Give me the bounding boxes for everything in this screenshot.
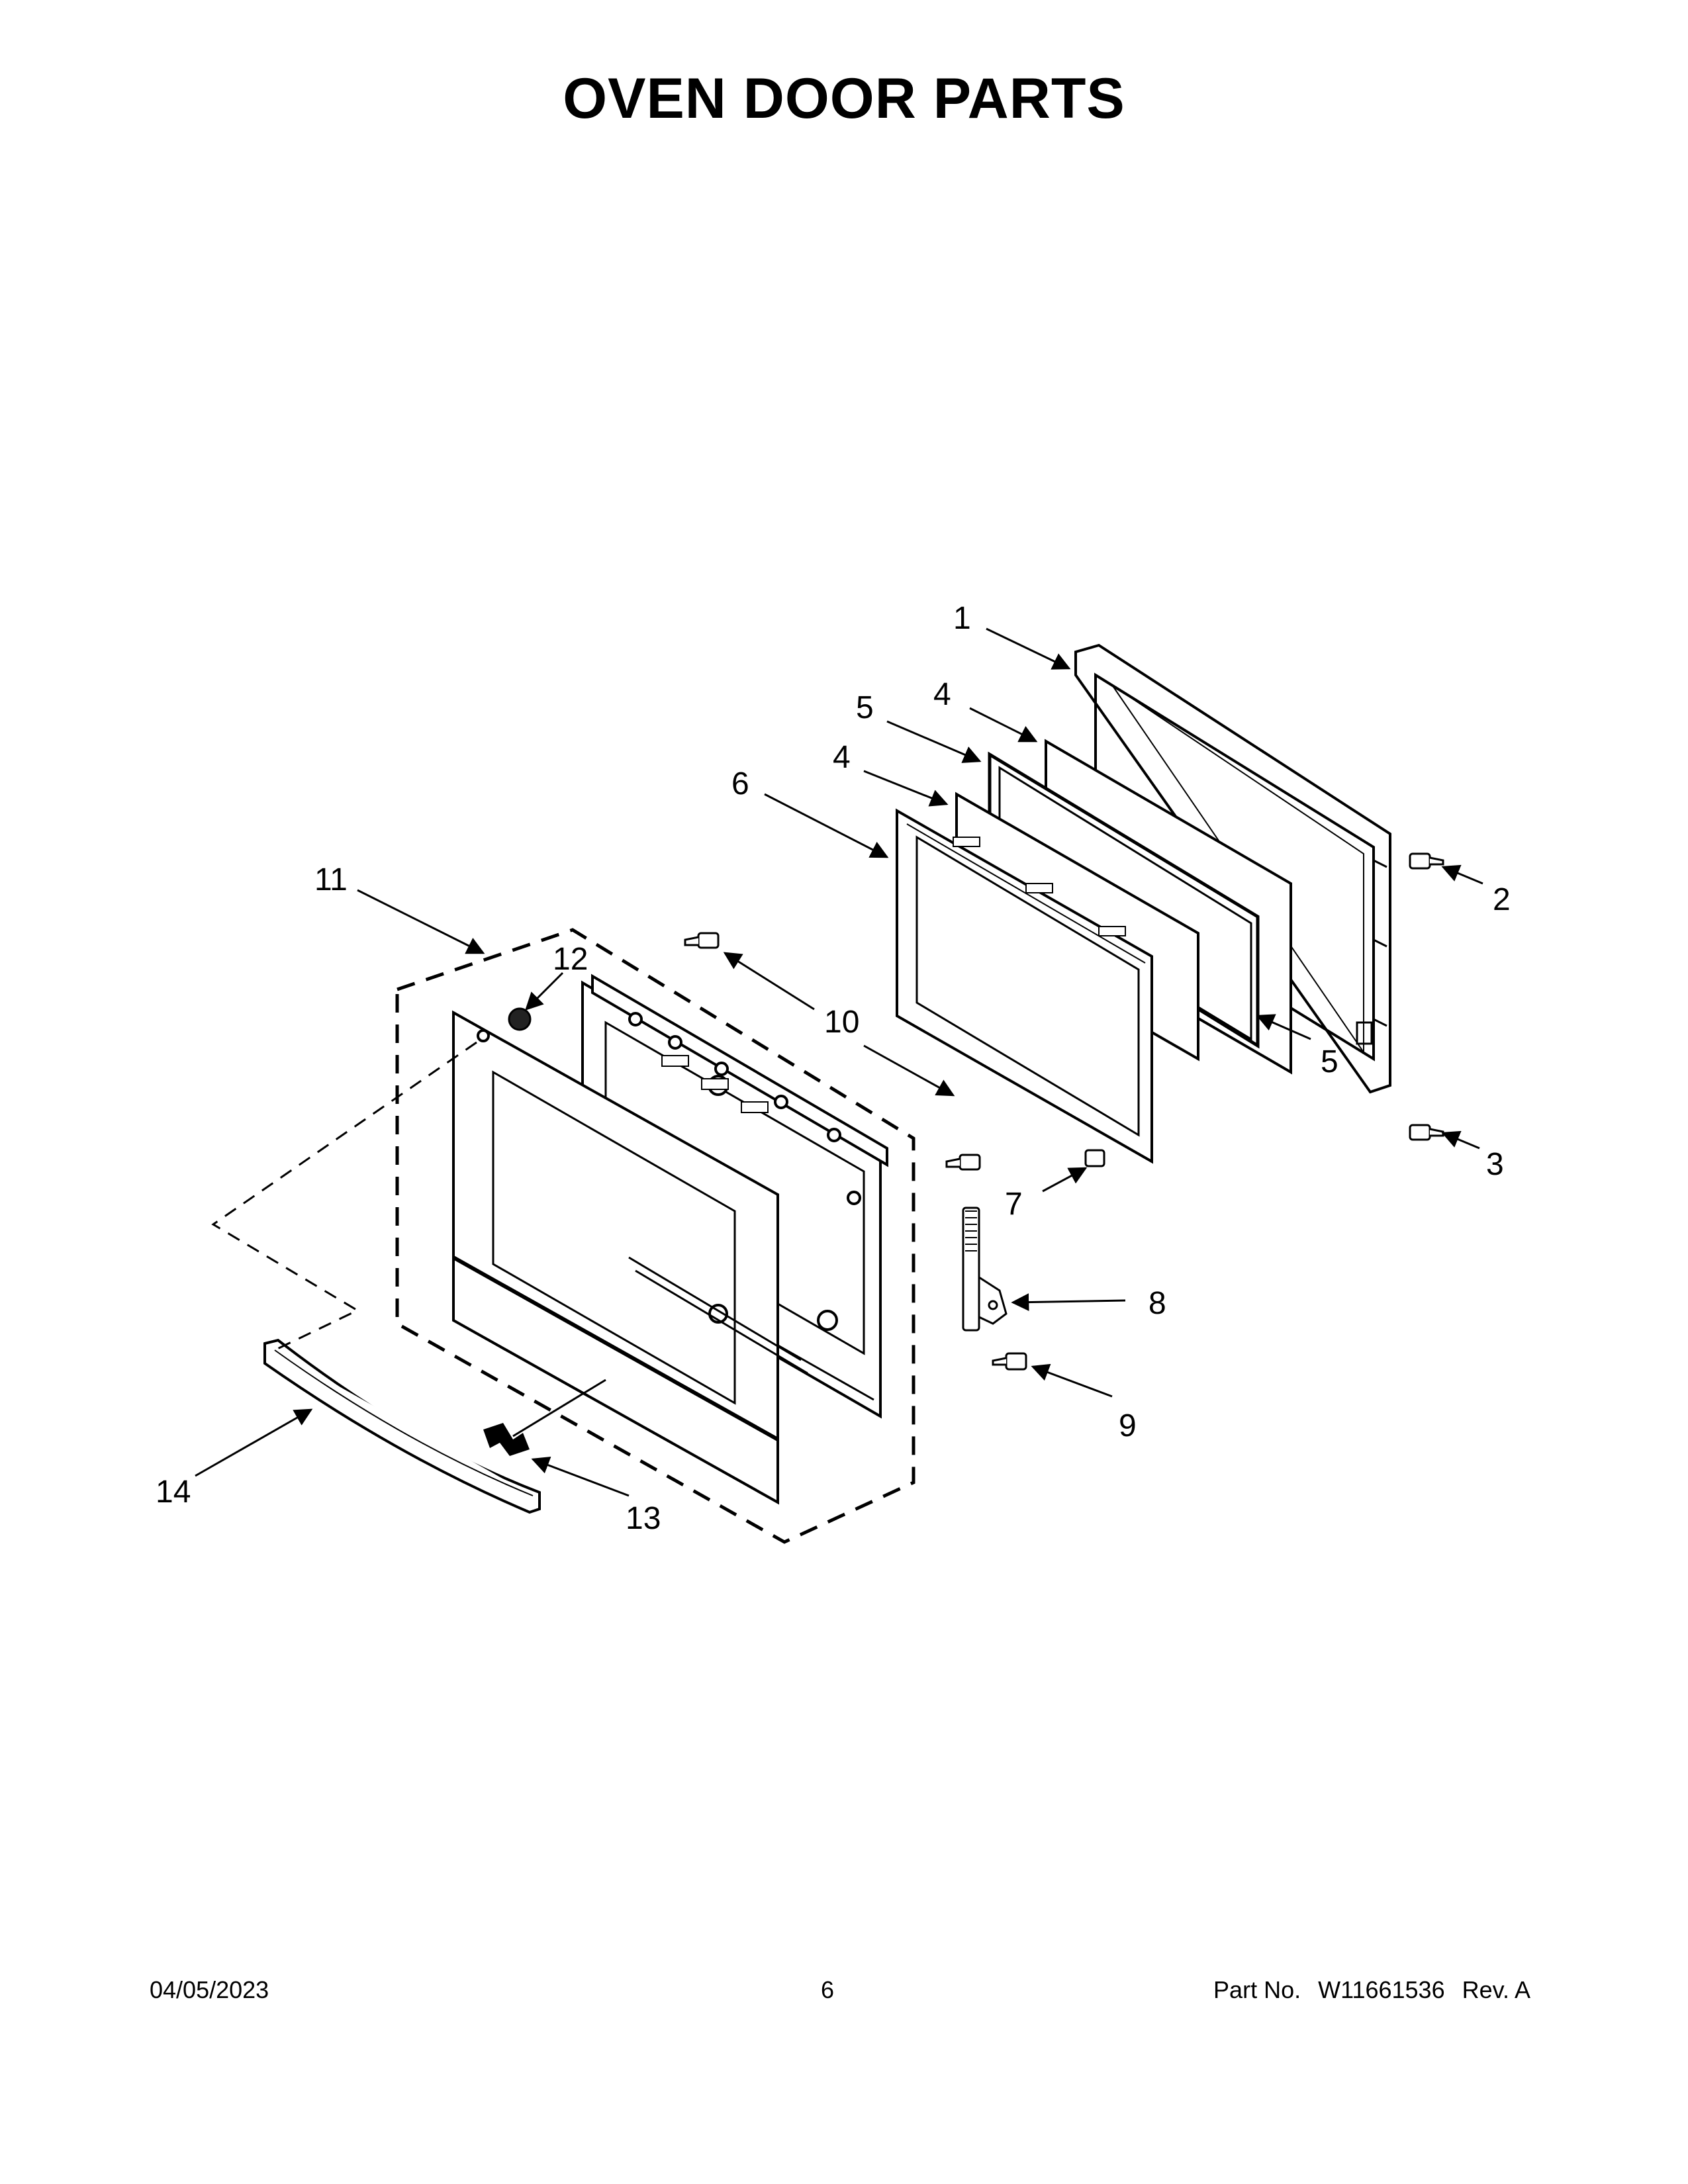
revision: Rev. A <box>1462 1976 1530 2003</box>
part-3-screw <box>1409 1124 1444 1141</box>
part-12-bumper <box>508 1007 532 1031</box>
part-9-screw <box>992 1352 1027 1371</box>
callout-8: 8 <box>1149 1286 1166 1321</box>
callout-5-front: 5 <box>1321 1044 1338 1079</box>
callout-2: 2 <box>1493 882 1511 917</box>
callout-14: 14 <box>156 1475 191 1510</box>
part-7-screw <box>1084 1149 1105 1167</box>
callout-9: 9 <box>1119 1408 1137 1443</box>
callout-11: 11 <box>314 862 348 897</box>
page-title: OVEN DOOR PARTS <box>563 67 1125 130</box>
part-8-hinge <box>962 1206 1008 1332</box>
callout-1: 1 <box>953 601 971 636</box>
callout-12: 12 <box>553 942 588 977</box>
callout-5-rear: 5 <box>856 690 874 725</box>
part-number: W11661536 <box>1318 1976 1445 2003</box>
footer-date: 04/05/2023 <box>150 1976 269 2003</box>
part-number-label: Part No. <box>1213 1976 1301 2003</box>
callout-4-rear: 4 <box>933 677 951 712</box>
footer-part-info: Part No. W11661536 Rev. A <box>1203 1976 1530 2004</box>
callout-10: 10 <box>824 1005 859 1040</box>
callout-3: 3 <box>1486 1147 1504 1182</box>
part-10-screws <box>684 932 981 1171</box>
callout-13: 13 <box>626 1501 661 1536</box>
callout-4-front: 4 <box>833 740 851 775</box>
handle-mounting-guide <box>211 1041 477 1351</box>
callout-6: 6 <box>731 766 749 801</box>
part-11-door-assembly-outline <box>395 928 915 1544</box>
part-6-inner-glass-frame <box>896 808 1153 1164</box>
leader-arrows <box>195 627 1483 1497</box>
callout-7: 7 <box>1005 1187 1023 1222</box>
footer-page-number: 6 <box>821 1976 835 2003</box>
part-14-door-handle <box>263 1338 541 1514</box>
part-13-badge <box>483 1423 530 1456</box>
outer-door-glass-panel <box>452 1010 808 1505</box>
callout-labels: 1 4 5 4 6 11 12 10 2 5 3 7 8 9 13 14 <box>156 601 1511 1536</box>
part-2-screw <box>1409 852 1444 870</box>
